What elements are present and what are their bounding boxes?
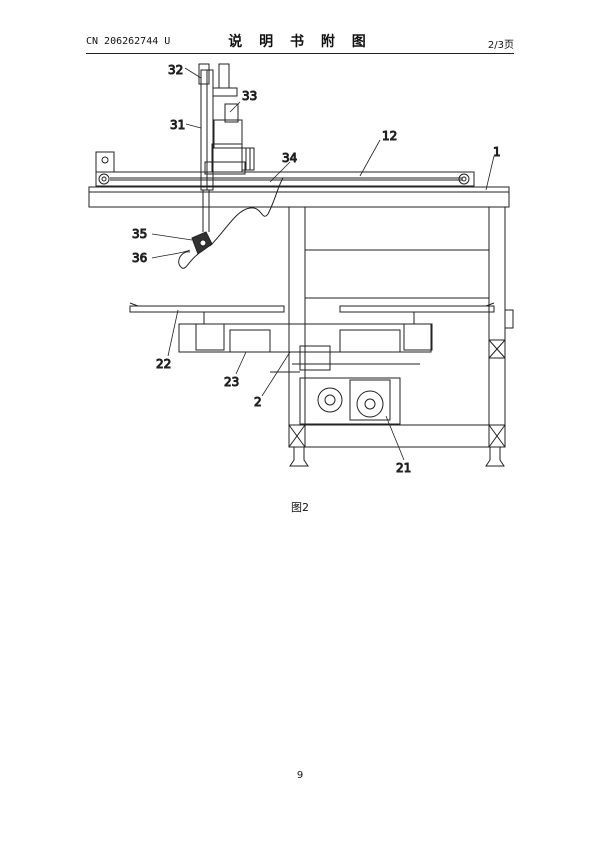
leader-lines [151, 67, 495, 461]
label-31: 31 [170, 118, 185, 132]
label-34: 34 [282, 151, 297, 165]
page-number: 9 [296, 770, 304, 781]
label-21: 21 [396, 461, 411, 475]
main-beam [88, 186, 510, 208]
patent-number: CN 206262744 U [86, 36, 171, 47]
label-32: 32 [168, 63, 183, 77]
motor-reducer-21 [299, 377, 401, 425]
work-tables [129, 302, 495, 313]
scan-mark: ˇ [385, 0, 390, 7]
page-count: 2/3页 [487, 40, 514, 51]
drive-assembly [178, 312, 433, 373]
label-33: 33 [242, 89, 257, 103]
label-36: 36 [132, 251, 147, 265]
label-2: 2 [254, 395, 262, 409]
header-rule [86, 53, 514, 54]
figure-caption: 图2 [291, 501, 309, 514]
label-23: 23 [224, 375, 239, 389]
label-35: 35 [132, 227, 147, 241]
label-1: 1 [493, 145, 501, 159]
rail-12 [95, 151, 475, 187]
tool-head [178, 177, 284, 269]
label-12: 12 [382, 129, 397, 143]
frame [288, 206, 514, 467]
label-22: 22 [156, 357, 171, 371]
vertical-column-31 [198, 63, 255, 232]
page-title: 说 明 书 附 图 [228, 34, 372, 50]
